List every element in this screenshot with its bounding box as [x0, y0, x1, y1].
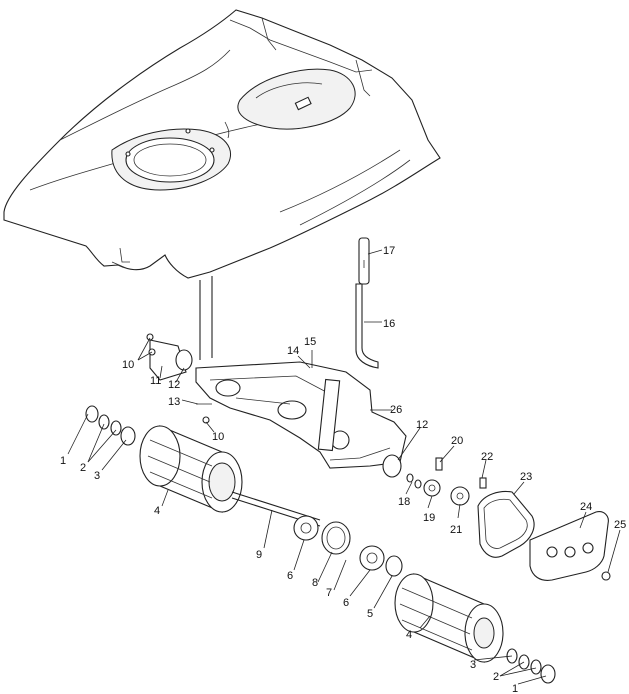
right-drive-sprockets	[382, 454, 487, 506]
callout-4-left: 4	[154, 505, 160, 517]
right-roller	[394, 573, 504, 663]
left-roller	[139, 425, 243, 513]
callout-21: 21	[450, 524, 462, 536]
callout-4-right: 4	[406, 629, 412, 641]
callout-14: 14	[287, 345, 299, 357]
callout-1-left: 1	[60, 455, 66, 467]
callout-2-left: 2	[80, 462, 86, 474]
callout-7: 7	[326, 587, 332, 599]
callout-1-right: 1	[512, 683, 518, 694]
chain-cover	[529, 511, 611, 581]
callout-22: 22	[481, 451, 493, 463]
callout-9: 9	[256, 549, 262, 561]
callout-3-left: 3	[94, 470, 100, 482]
callout-10-top: 10	[122, 359, 134, 371]
callout-18: 18	[398, 496, 410, 508]
callout-16: 16	[383, 318, 395, 330]
roller-frame-bracket	[195, 361, 407, 469]
callout-2-right: 2	[493, 671, 499, 683]
leader-lines	[67, 249, 621, 685]
callout-10-low: 10	[212, 431, 224, 443]
callout-19: 19	[423, 512, 435, 524]
callout-3-right: 3	[470, 659, 476, 671]
callout-17: 17	[383, 245, 395, 257]
callout-6-a: 6	[287, 570, 293, 582]
callout-12-left: 12	[168, 379, 180, 391]
callout-5: 5	[367, 608, 373, 620]
callout-23: 23	[520, 471, 532, 483]
mower-deck	[3, 9, 441, 279]
right-end-hardware	[506, 648, 556, 684]
callout-6-b: 6	[343, 597, 349, 609]
callout-8: 8	[312, 577, 318, 589]
height-adjust-lever	[355, 237, 379, 369]
callout-25: 25	[614, 519, 626, 531]
callout-13: 13	[168, 396, 180, 408]
callout-15: 15	[304, 336, 316, 348]
left-axle-bracket	[146, 333, 212, 424]
callout-26: 26	[390, 404, 402, 416]
left-end-hardware	[85, 405, 136, 446]
callout-labels: 1 2 3 4 9 6 8 7 6 5 4 3 2 1 10 11 12 13 …	[60, 245, 626, 694]
callout-12-right: 12	[416, 419, 428, 431]
callout-20: 20	[451, 435, 463, 447]
drive-chain	[477, 490, 535, 558]
deck-mount-post	[199, 276, 213, 360]
callout-24: 24	[580, 501, 592, 513]
callout-11: 11	[150, 375, 161, 387]
drive-gears	[293, 515, 403, 577]
